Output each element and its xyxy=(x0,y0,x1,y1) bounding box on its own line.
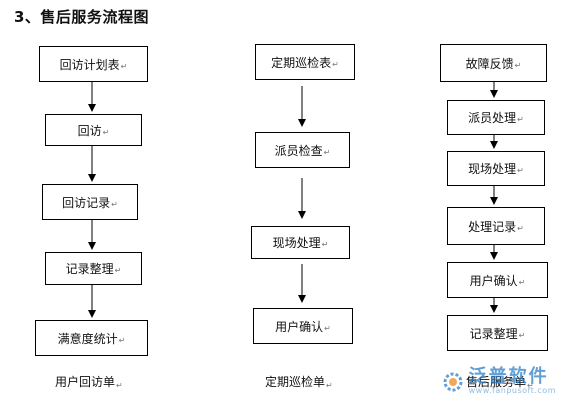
flow-step-c2-4: 用户确认↵ xyxy=(253,308,353,344)
flow-step-c3-5: 用户确认↵ xyxy=(447,262,548,298)
column-label-2: 定期巡检单↵ xyxy=(265,375,333,390)
flow-step-c1-2: 回访↵ xyxy=(45,114,142,146)
step-label: 现场处理 xyxy=(468,162,517,176)
paragraph-mark-icon: ↵ xyxy=(116,381,123,390)
watermark-subtext: www.fanpusoft.com xyxy=(468,386,556,395)
paragraph-mark-icon: ↵ xyxy=(518,277,526,287)
flow-step-c1-5: 满意度统计↵ xyxy=(35,320,148,356)
step-label: 现场处理 xyxy=(272,236,321,250)
step-label: 记录整理 xyxy=(469,326,518,341)
paragraph-mark-icon: ↵ xyxy=(527,381,534,390)
paragraph-mark-icon: ↵ xyxy=(324,323,331,333)
flow-step-c1-3: 回访记录↵ xyxy=(42,184,138,220)
step-label: 处理记录 xyxy=(468,219,517,234)
paragraph-mark-icon: ↵ xyxy=(120,61,128,71)
paragraph-mark-icon: ↵ xyxy=(118,335,126,345)
column-label-1: 用户回访单↵ xyxy=(55,375,123,390)
paragraph-mark-icon: ↵ xyxy=(517,115,524,124)
step-label: 回访计划表 xyxy=(59,57,120,72)
flow-step-c2-2: 派员检查↵ xyxy=(255,132,350,168)
paragraph-mark-icon: ↵ xyxy=(518,330,526,340)
flow-step-c3-1: 故障反馈↵ xyxy=(440,44,547,82)
step-label: 用户确认 xyxy=(275,319,324,334)
paragraph-mark-icon: ↵ xyxy=(514,60,522,70)
flow-step-c3-6: 记录整理↵ xyxy=(447,315,548,351)
step-label: 满意度统计 xyxy=(57,331,118,346)
page-title: 3、售后服务流程图 xyxy=(14,8,149,26)
paragraph-mark-icon: ↵ xyxy=(517,223,524,233)
step-label: 故障反馈 xyxy=(465,56,514,71)
flow-step-c2-3: 现场处理↵ xyxy=(251,226,350,259)
paragraph-mark-icon: ↵ xyxy=(332,59,339,69)
flow-step-c3-4: 处理记录↵ xyxy=(447,207,545,245)
step-label: 派员处理 xyxy=(468,111,517,125)
paragraph-mark-icon: ↵ xyxy=(326,381,333,390)
paragraph-mark-icon: ↵ xyxy=(102,127,110,137)
step-label: 回访 xyxy=(77,123,102,138)
paragraph-mark-icon: ↵ xyxy=(517,166,524,175)
flow-step-c1-4: 记录整理↵ xyxy=(45,252,142,285)
step-label: 定期巡检表 xyxy=(271,55,332,70)
paragraph-mark-icon: ↵ xyxy=(321,240,329,249)
watermark-logo: 泛普软件 www.fanpusoft.com xyxy=(441,368,556,395)
gear-logo-icon xyxy=(443,372,463,391)
step-label: 派员检查 xyxy=(274,143,323,158)
paragraph-mark-icon: ↵ xyxy=(323,147,331,157)
flow-step-c3-3: 现场处理↵ xyxy=(447,151,545,186)
paragraph-mark-icon: ↵ xyxy=(111,199,118,209)
step-label: 记录整理 xyxy=(65,262,114,276)
step-label: 回访记录 xyxy=(62,195,111,210)
watermark-text: 泛普软件 xyxy=(468,366,549,387)
step-label: 用户确认 xyxy=(469,273,518,288)
flow-step-c3-2: 派员处理↵ xyxy=(447,100,545,135)
column-label-3: 售后服务单↵ xyxy=(466,375,534,390)
flow-step-c1-1: 回访计划表↵ xyxy=(39,46,148,82)
flow-step-c2-1: 定期巡检表↵ xyxy=(255,44,355,80)
paragraph-mark-icon: ↵ xyxy=(114,266,122,275)
